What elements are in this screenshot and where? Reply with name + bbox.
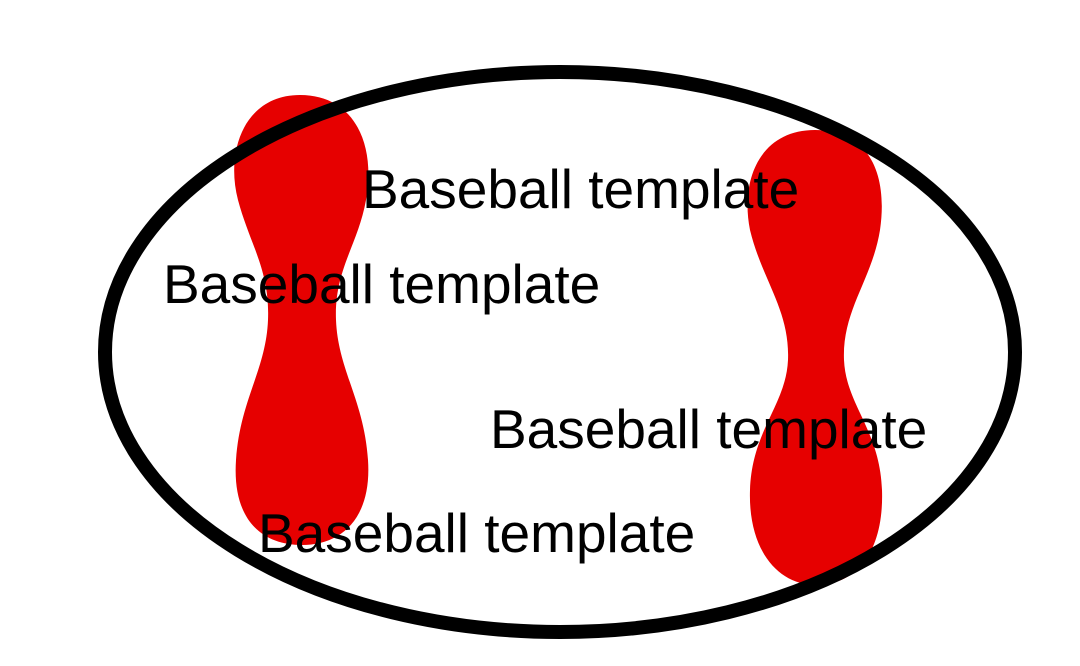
left-red-stripe (234, 95, 369, 545)
label-bottom: Baseball template (258, 502, 695, 564)
right-red-stripe (747, 130, 883, 585)
ball-outline (98, 65, 1022, 639)
label-lower-right: Baseball template (490, 398, 927, 460)
label-upper-left: Baseball template (163, 253, 600, 315)
label-top: Baseball template (362, 158, 799, 220)
